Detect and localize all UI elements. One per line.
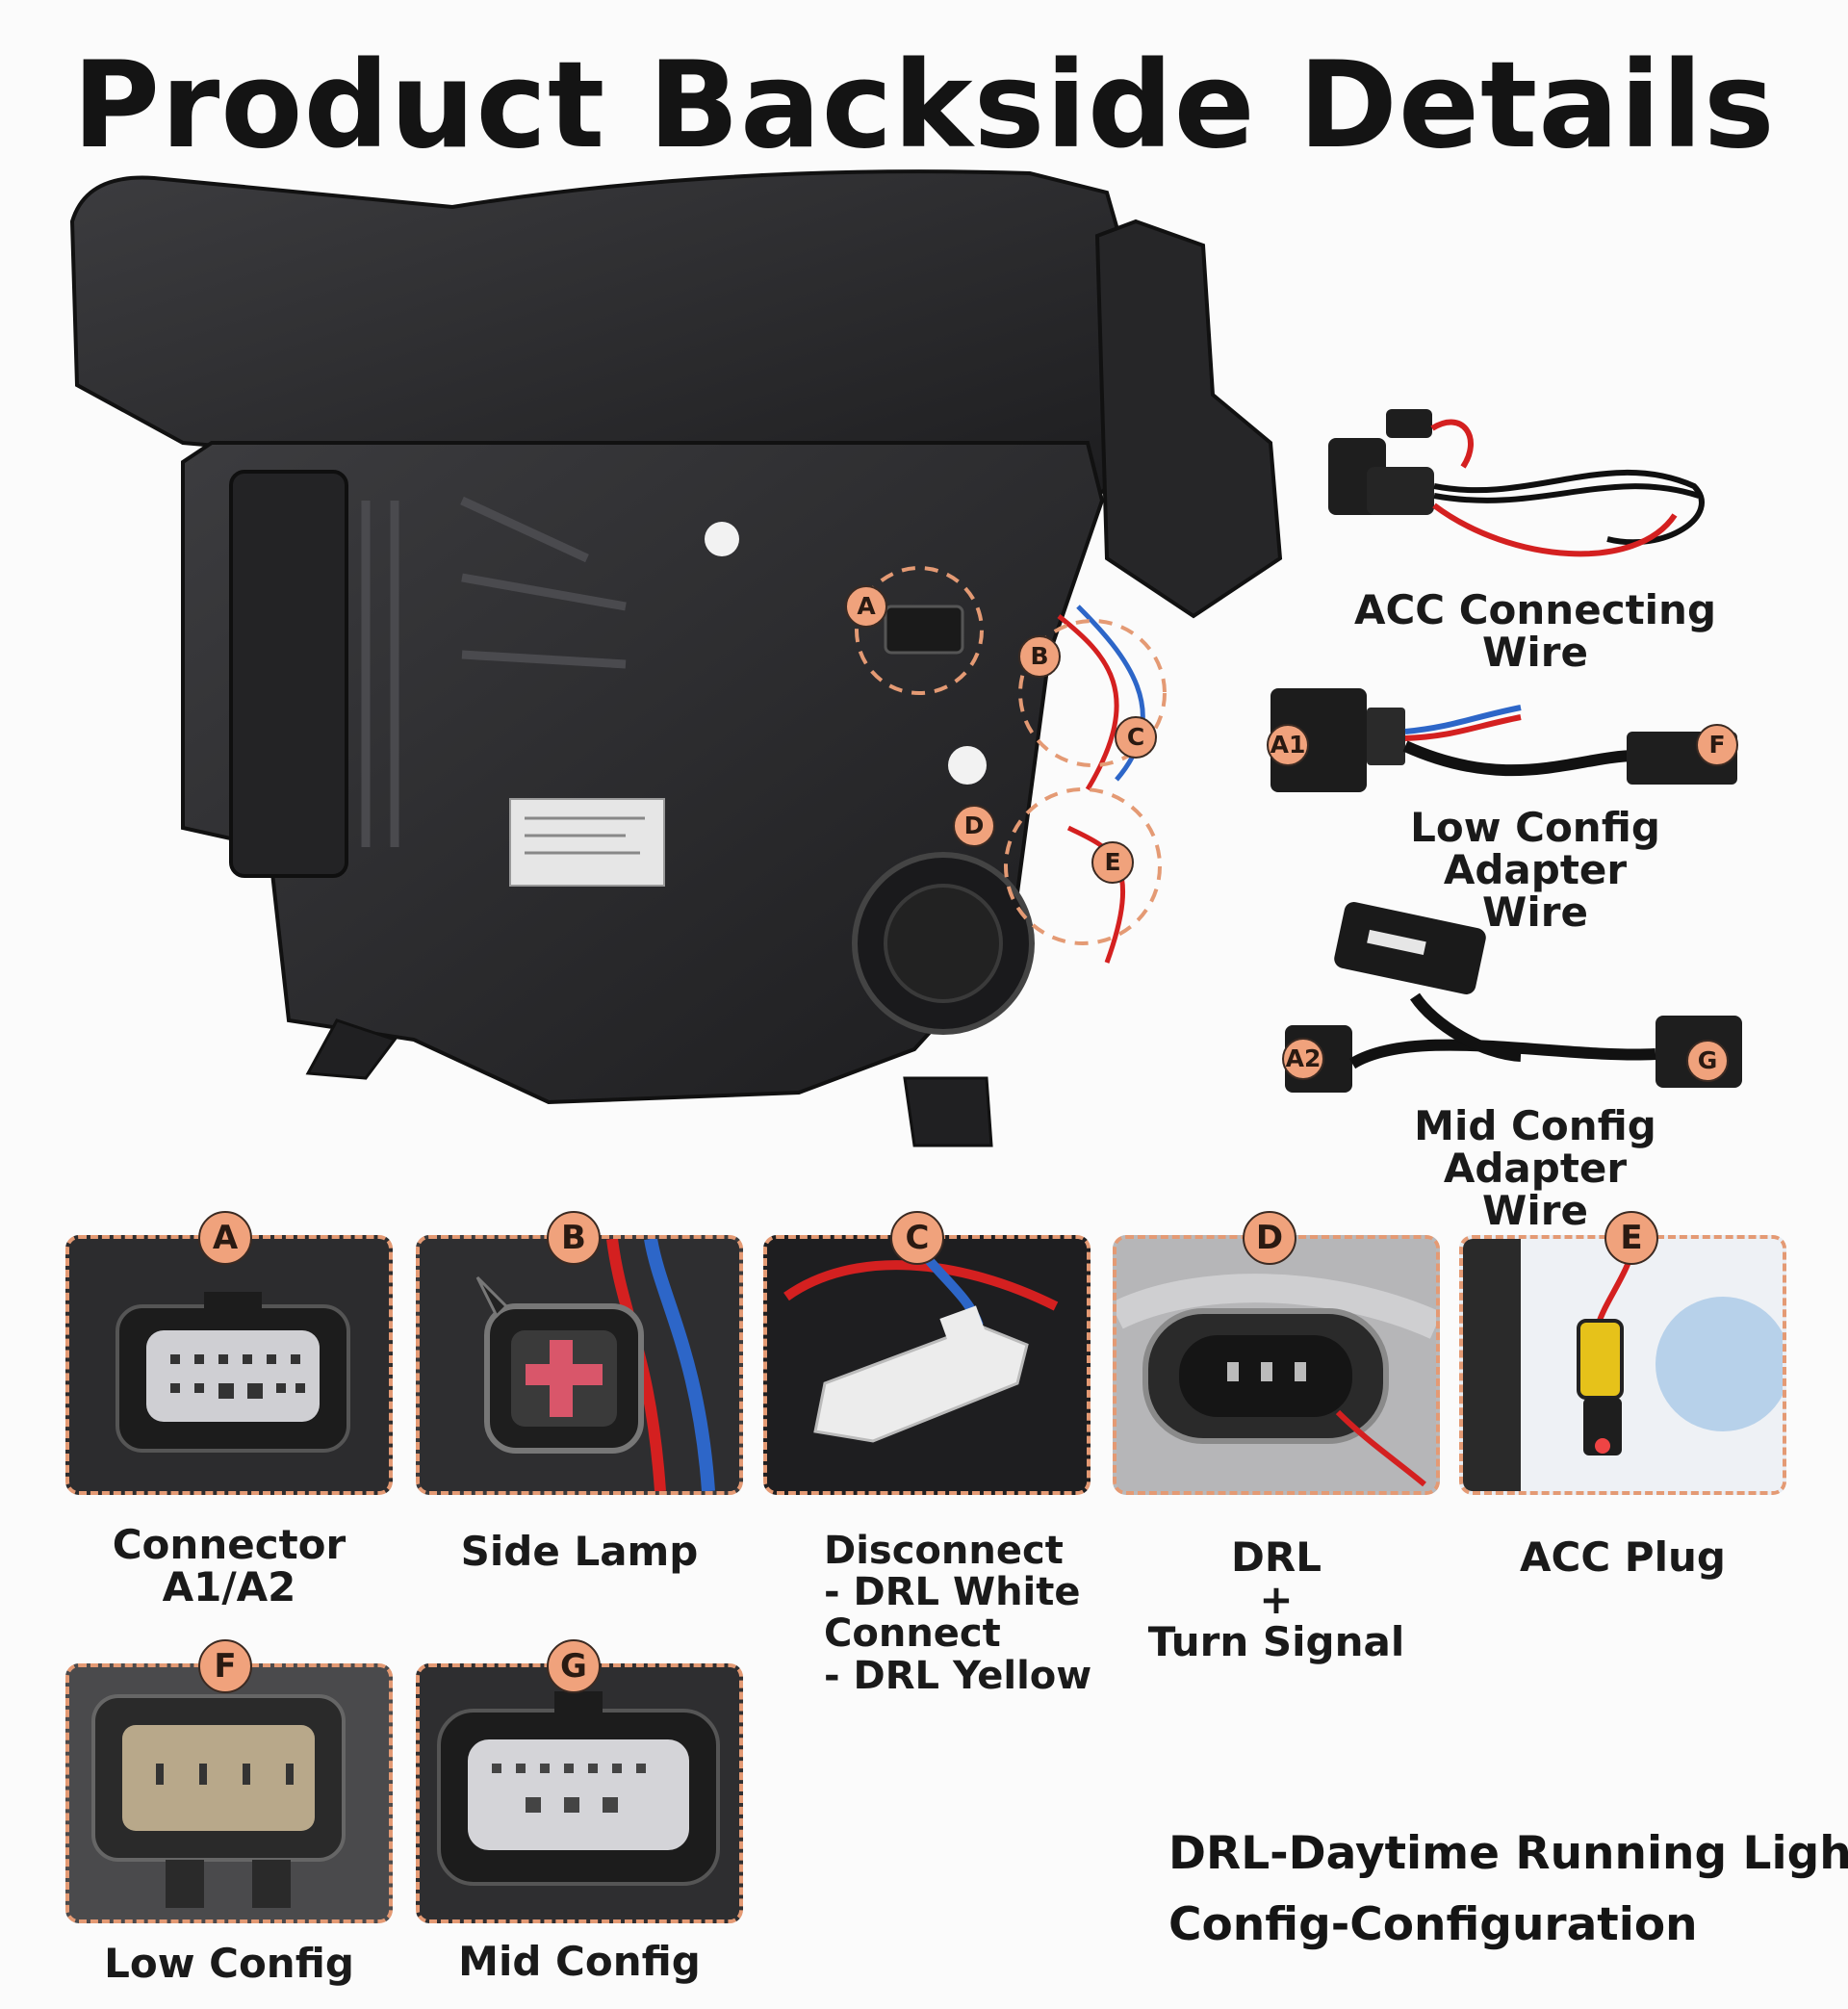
card-b xyxy=(416,1235,743,1495)
callout-b: B xyxy=(1018,635,1061,678)
side-lamp-photo xyxy=(420,1239,739,1491)
card-d xyxy=(1113,1235,1440,1495)
connector-a-photo xyxy=(116,1292,350,1453)
low-adapter-end-f: F xyxy=(1696,724,1738,766)
card-c xyxy=(763,1235,1091,1495)
callout-a: A xyxy=(845,585,887,628)
card-b-caption: Side Lamp xyxy=(460,1528,699,1575)
card-e xyxy=(1459,1235,1786,1495)
card-a xyxy=(65,1235,393,1495)
card-f-letter: F xyxy=(198,1639,252,1693)
mid-adapter-label: Mid Config Adapter Wire xyxy=(1414,1102,1656,1235)
legend-config: Config-Configuration xyxy=(1168,1898,1698,1951)
card-d-letter: D xyxy=(1243,1211,1296,1265)
card-d-caption: DRL + Turn Signal xyxy=(1147,1533,1405,1666)
drl-turn-signal-photo xyxy=(1116,1239,1436,1491)
drl-connector-photo xyxy=(767,1239,1087,1491)
legend-drl: DRL-Daytime Running Light xyxy=(1168,1827,1848,1880)
card-e-letter: E xyxy=(1604,1211,1658,1265)
card-f xyxy=(65,1663,393,1923)
page-title: Product Backside Details xyxy=(72,37,1776,175)
mid-config-connector-photo xyxy=(420,1667,739,1919)
mid-adapter-end-g: G xyxy=(1686,1040,1729,1082)
acc-plug-photo xyxy=(1463,1239,1783,1491)
card-a-letter: A xyxy=(198,1211,252,1265)
callout-d: D xyxy=(953,805,995,847)
mid-config-adapter-image xyxy=(1285,902,1742,1093)
acc-wire-label: ACC Connecting Wire xyxy=(1353,586,1717,677)
low-config-adapter-image xyxy=(1270,688,1737,792)
card-e-caption: ACC Plug xyxy=(1520,1533,1726,1581)
card-c-letter: C xyxy=(890,1211,944,1265)
callout-e: E xyxy=(1091,841,1134,884)
card-c-caption: Disconnect - DRL White Connect - DRL Yel… xyxy=(824,1529,1092,1698)
low-adapter-label: Low Config Adapter Wire xyxy=(1410,804,1660,937)
card-g-caption: Mid Config xyxy=(458,1938,701,1985)
card-a-caption: Connector A1/A2 xyxy=(112,1521,346,1611)
low-adapter-end-a1: A1 xyxy=(1267,724,1309,766)
acc-wire-image xyxy=(1328,409,1705,557)
card-g-letter: G xyxy=(547,1639,601,1693)
headlight-housing-image xyxy=(69,169,1283,1147)
mid-adapter-end-a2: A2 xyxy=(1282,1038,1324,1080)
callout-c: C xyxy=(1115,716,1157,759)
card-f-caption: Low Config xyxy=(104,1940,354,1987)
card-g xyxy=(416,1663,743,1923)
low-config-connector-photo xyxy=(69,1667,389,1919)
card-b-letter: B xyxy=(547,1211,601,1265)
